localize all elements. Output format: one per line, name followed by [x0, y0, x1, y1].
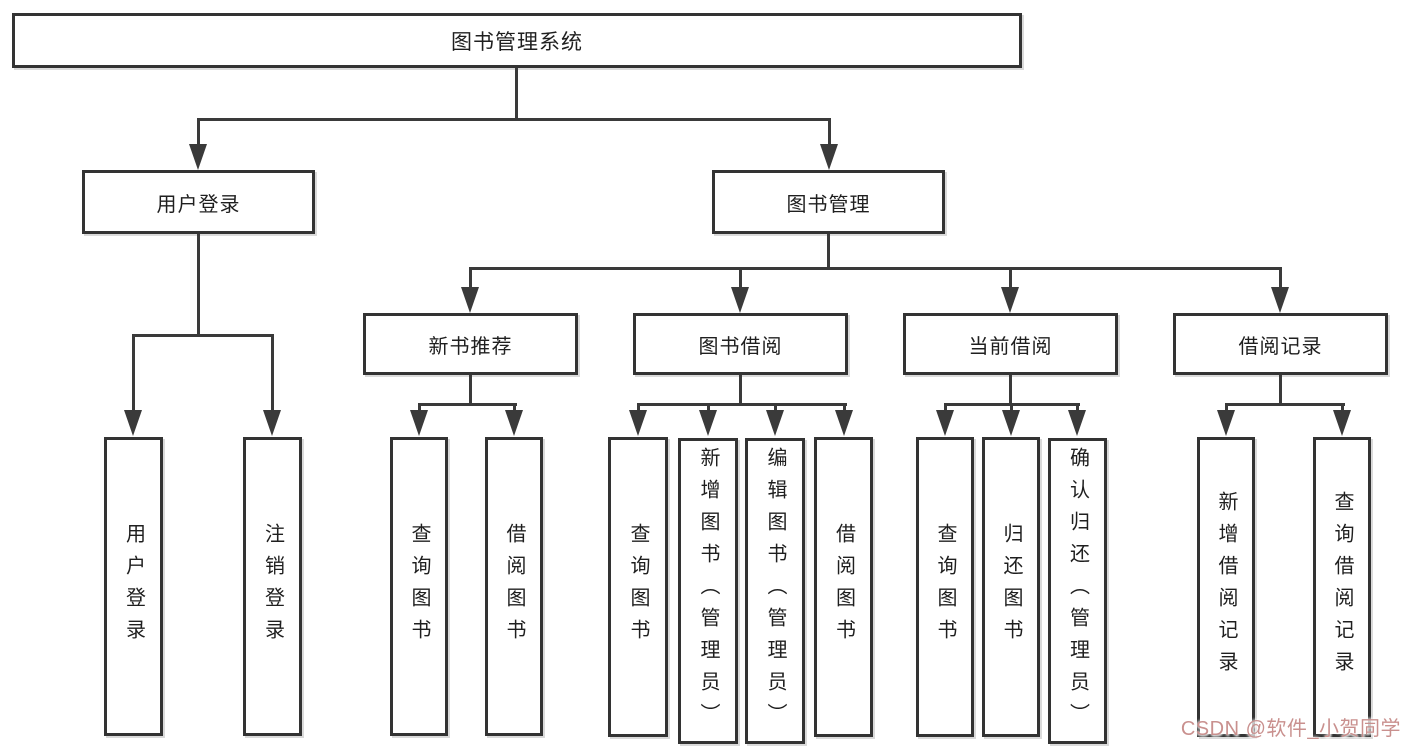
- connector-rail: [418, 403, 517, 406]
- node-label: 归还图书: [1000, 523, 1022, 651]
- connector-rail: [469, 267, 1282, 270]
- node-label: 查询图书: [408, 522, 430, 651]
- node-user-login-group: 用户登录: [82, 170, 315, 234]
- node-label: 借阅图书: [832, 523, 855, 651]
- connector-line: [828, 120, 831, 146]
- node-query-books: 查询图书: [390, 437, 448, 736]
- connector-line: [827, 234, 830, 269]
- connector-line: [469, 375, 472, 405]
- connector-line: [418, 405, 421, 411]
- node-edit-books-admin: 编辑图书（管理员）: [745, 438, 805, 744]
- arrowhead-icon: [936, 410, 954, 436]
- connector-line: [197, 234, 200, 336]
- connector-line: [132, 336, 135, 411]
- connector-rail: [132, 334, 274, 337]
- arrowhead-icon: [1002, 410, 1020, 436]
- arrowhead-icon: [699, 410, 717, 436]
- node-confirm-return-admin: 确认归还（管理员）: [1048, 438, 1107, 744]
- node-label: 图书管理: [786, 193, 871, 216]
- arrowhead-icon: [629, 410, 647, 436]
- arrowhead-icon: [505, 410, 523, 436]
- connector-line: [1010, 405, 1013, 411]
- node-label: 编辑图书（管理员）: [764, 447, 786, 735]
- arrowhead-icon: [1001, 287, 1019, 313]
- arrowhead-icon: [461, 287, 479, 313]
- connector-line: [1225, 405, 1228, 411]
- connector-line: [1076, 405, 1079, 411]
- csdn-watermark: CSDN @软件_小贺同学: [1180, 718, 1401, 740]
- arrowhead-icon: [731, 287, 749, 313]
- node-query-books: 查询图书: [916, 437, 974, 737]
- connector-line: [707, 405, 710, 411]
- node-return-books: 归还图书: [982, 437, 1040, 737]
- node-current-borrow: 当前借阅: [903, 313, 1118, 375]
- connector-line: [637, 405, 640, 411]
- node-user-login: 用户登录: [104, 437, 163, 736]
- connector-line: [1009, 375, 1012, 405]
- connector-line: [843, 405, 846, 411]
- connector-line: [774, 405, 777, 411]
- connector-rail: [637, 403, 847, 406]
- connector-rail: [1225, 403, 1345, 406]
- node-label: 新增借阅记录: [1215, 491, 1237, 683]
- connector-line: [1009, 269, 1012, 289]
- node-query-borrow-record: 查询借阅记录: [1313, 437, 1371, 737]
- connector-line: [1341, 405, 1344, 411]
- arrowhead-icon: [263, 410, 281, 436]
- node-borrow-books: 借阅图书: [485, 437, 543, 736]
- node-label: 用户登录: [156, 193, 241, 216]
- node-label: 借阅图书: [503, 522, 525, 651]
- node-label: 查询图书: [934, 523, 956, 651]
- connector-line: [515, 68, 518, 120]
- node-label: 用户登录: [122, 522, 145, 651]
- connector-rail: [197, 118, 831, 121]
- node-label: 图书借阅: [698, 335, 783, 358]
- node-add-books-admin: 新增图书（管理员）: [678, 438, 738, 744]
- connector-line: [197, 120, 200, 146]
- connector-line: [1279, 375, 1282, 405]
- connector-line: [739, 375, 742, 405]
- node-borrow-books: 借阅图书: [814, 437, 873, 737]
- arrowhead-icon: [1333, 410, 1351, 436]
- node-new-book-recommend: 新书推荐: [363, 313, 578, 375]
- connector-line: [469, 269, 472, 289]
- connector-line: [739, 269, 742, 289]
- node-add-borrow-record: 新增借阅记录: [1197, 437, 1255, 737]
- node-library-system: 图书管理系统: [12, 13, 1022, 68]
- node-label: 查询图书: [627, 523, 649, 651]
- connector-line: [513, 405, 516, 411]
- node-label: 借阅记录: [1238, 335, 1323, 358]
- node-book-management: 图书管理: [712, 170, 945, 234]
- arrowhead-icon: [189, 144, 207, 170]
- node-label: 新书推荐: [428, 335, 513, 358]
- node-label: 查询借阅记录: [1331, 491, 1353, 683]
- arrowhead-icon: [820, 144, 838, 170]
- connector-rail: [944, 403, 1080, 406]
- node-label: 确认归还（管理员）: [1066, 447, 1089, 735]
- node-label: 注销登录: [261, 522, 284, 651]
- arrowhead-icon: [1217, 410, 1235, 436]
- arrowhead-icon: [835, 410, 853, 436]
- node-label: 当前借阅: [968, 335, 1053, 358]
- node-book-borrow: 图书借阅: [633, 313, 848, 375]
- arrowhead-icon: [124, 410, 142, 436]
- node-label: 图书管理系统: [451, 30, 583, 54]
- arrowhead-icon: [410, 410, 428, 436]
- arrowhead-icon: [766, 410, 784, 436]
- arrowhead-icon: [1068, 410, 1086, 436]
- node-query-books: 查询图书: [608, 437, 668, 737]
- connector-line: [271, 336, 274, 411]
- node-logout: 注销登录: [243, 437, 302, 736]
- connector-line: [944, 405, 947, 411]
- node-borrow-records: 借阅记录: [1173, 313, 1388, 375]
- node-label: 新增图书（管理员）: [697, 447, 719, 735]
- connector-line: [1279, 269, 1282, 289]
- arrowhead-icon: [1271, 287, 1289, 313]
